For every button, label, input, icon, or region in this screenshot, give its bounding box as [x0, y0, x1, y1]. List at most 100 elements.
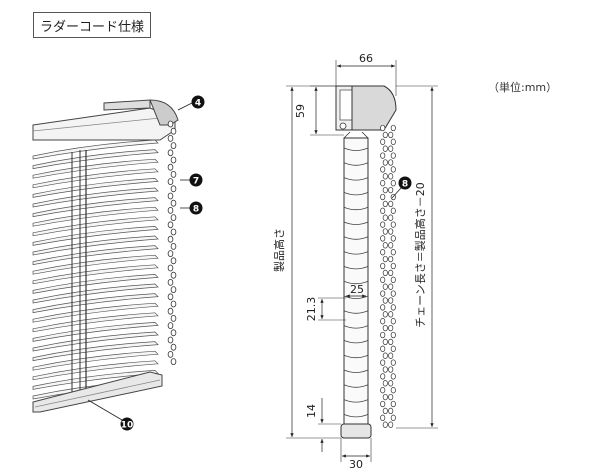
- chain-bead: [390, 262, 396, 270]
- chain-bead: [167, 163, 174, 171]
- callout-8-right: 8: [391, 176, 412, 199]
- chain-bead: [390, 318, 396, 325]
- chain-bead: [382, 200, 388, 208]
- chain-bead: [380, 318, 386, 325]
- ladder-rung: [343, 354, 369, 359]
- chain-bead: [382, 269, 388, 277]
- chain-bead: [388, 352, 394, 359]
- chain-bead: [167, 134, 174, 142]
- chain-right: [380, 124, 396, 428]
- svg-text:66: 66: [359, 52, 373, 65]
- chain-bead: [382, 407, 388, 415]
- chain-bead: [167, 307, 174, 315]
- callout-10: 10: [120, 417, 134, 431]
- chain-bead: [380, 138, 386, 145]
- chain-bead: [380, 166, 386, 173]
- chain-bead: [380, 400, 386, 408]
- chain-bead: [380, 373, 386, 380]
- ladder-rung: [343, 369, 369, 373]
- ladder-rung: [343, 325, 369, 329]
- svg-text:チェーン長さ＝製品高さ－20: チェーン長さ＝製品高さ－20: [413, 182, 427, 327]
- chain-bead: [170, 300, 177, 308]
- chain-bead: [380, 193, 386, 201]
- chain-bead: [382, 421, 388, 428]
- ladder-rung: [343, 384, 369, 388]
- chain-bead: [167, 322, 174, 330]
- chain-bead: [382, 131, 388, 139]
- chain-bead: [388, 269, 394, 277]
- chain-bead: [167, 293, 174, 301]
- chain-bead: [388, 186, 394, 194]
- chain-bead: [388, 311, 394, 318]
- svg-text:30: 30: [349, 458, 363, 470]
- chain-bead: [380, 387, 386, 394]
- chain-bead: [380, 345, 386, 352]
- chain-bead: [388, 173, 394, 180]
- chain-bead: [382, 242, 388, 249]
- callout-8-left: 8: [180, 201, 203, 215]
- ladder-rung: [343, 266, 369, 270]
- section-title: ラダーコード仕様: [33, 12, 151, 38]
- svg-text:7: 7: [193, 177, 199, 187]
- dim-top-width: 66: [335, 52, 397, 96]
- chain-bead: [388, 393, 394, 401]
- chain-bead: [382, 352, 388, 359]
- chain-bead: [390, 180, 396, 187]
- chain-bead: [390, 276, 396, 283]
- svg-text:10: 10: [121, 421, 134, 431]
- ladder-rung: [343, 221, 369, 225]
- ladder-rung: [343, 162, 369, 166]
- chain-bead: [382, 324, 388, 332]
- chain-bead: [170, 271, 177, 279]
- side-view: [335, 85, 397, 439]
- chain-bead: [382, 338, 388, 346]
- chain-bead: [382, 228, 388, 235]
- chain-bead: [390, 207, 396, 214]
- dim-slat-width: 25: [346, 283, 366, 298]
- chain-bead: [382, 214, 388, 221]
- ladder-rung: [343, 147, 369, 151]
- chain-bead: [382, 366, 388, 373]
- ladder-rung: [343, 310, 369, 314]
- chain-bead: [167, 278, 174, 286]
- chain-bead: [167, 350, 174, 358]
- svg-text:製品高さ: 製品高さ: [272, 228, 286, 272]
- svg-text:25: 25: [350, 283, 364, 296]
- chain-bead: [380, 304, 386, 311]
- svg-text:59: 59: [294, 104, 307, 118]
- chain-bead: [382, 393, 388, 401]
- chain-bead: [167, 264, 174, 272]
- chain-bead: [388, 380, 394, 387]
- chain-bead: [390, 124, 396, 132]
- chain-bead: [380, 331, 386, 339]
- chain-bead: [167, 235, 174, 243]
- chain-bead: [390, 166, 396, 173]
- chain-bead: [388, 338, 394, 346]
- chain-bead: [388, 283, 394, 290]
- slats: [32, 139, 159, 400]
- chain-bead: [170, 257, 177, 265]
- ladder-rung: [343, 206, 369, 211]
- chain-bead: [388, 214, 394, 221]
- chain-bead: [390, 373, 396, 380]
- chain-bead: [390, 414, 396, 421]
- chain-bead: [390, 221, 396, 228]
- chain-bead: [388, 228, 394, 235]
- ladder-rung: [343, 399, 369, 403]
- chain-bead: [380, 235, 386, 242]
- chain-bead: [390, 345, 396, 352]
- chain-bead: [380, 359, 386, 366]
- dim-bottom-height: 14: [305, 398, 341, 452]
- chain-bead: [382, 380, 388, 387]
- chain-bead: [380, 124, 386, 132]
- chain-bead: [390, 359, 396, 366]
- ladder-rung: [343, 340, 369, 344]
- unit-label: （単位:mm）: [488, 81, 558, 94]
- chain-bead: [170, 286, 177, 294]
- ladder-rung: [343, 251, 369, 255]
- chain-bead: [388, 255, 394, 263]
- slat: [32, 139, 159, 160]
- chain-bead: [380, 180, 386, 187]
- chain-bead: [170, 170, 177, 178]
- chain-bead: [382, 297, 388, 304]
